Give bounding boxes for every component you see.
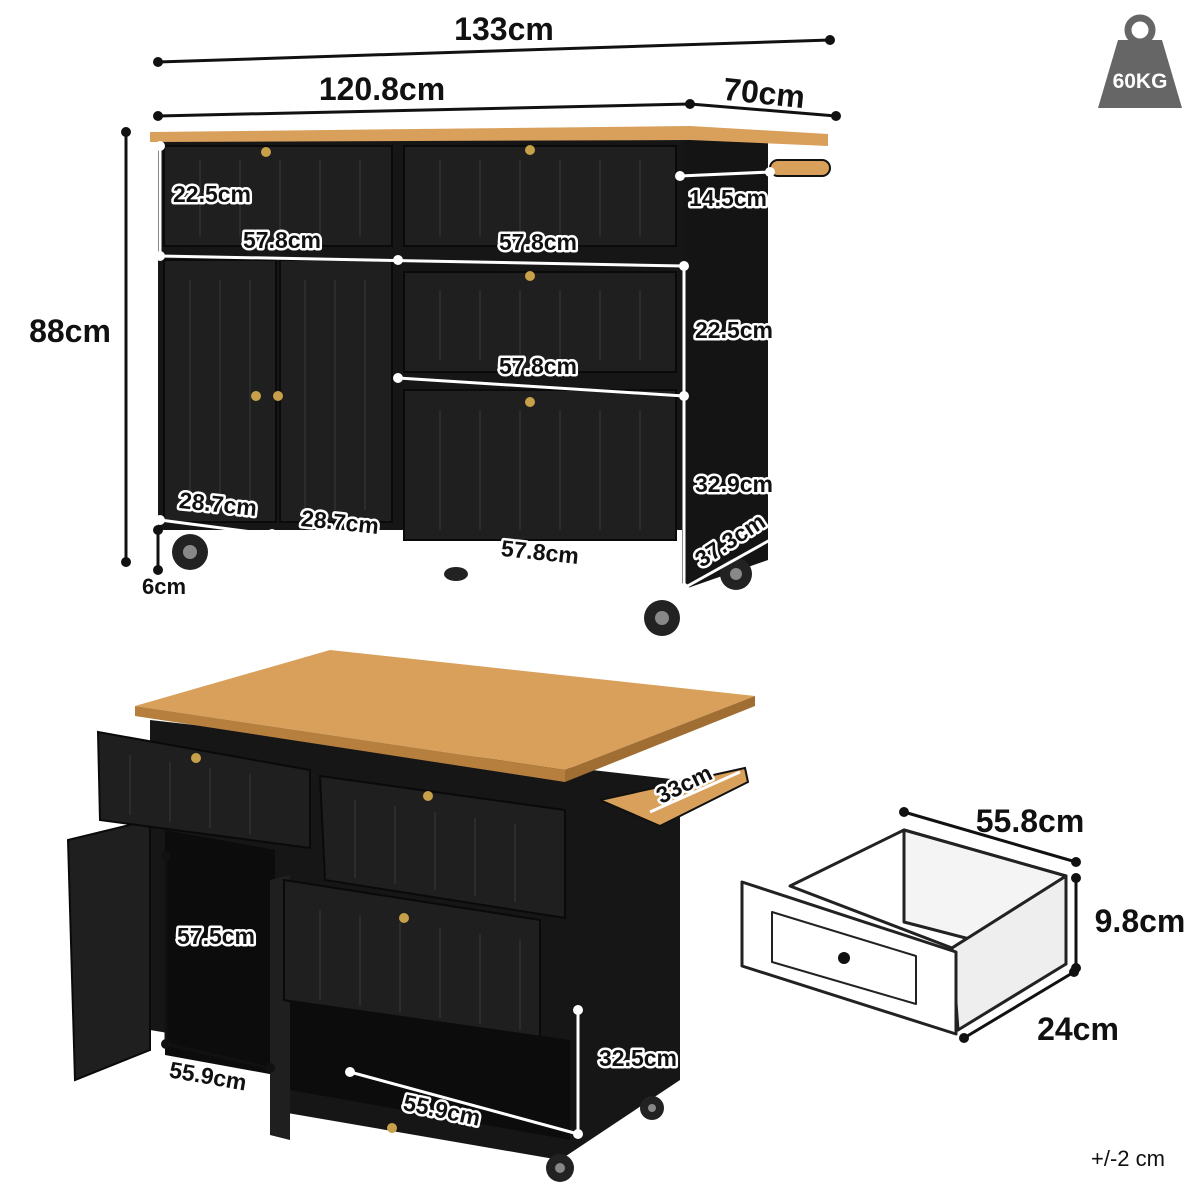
towel-rack-label: 14.5cm <box>689 185 767 211</box>
drawer-dimension-lines <box>899 807 1081 1043</box>
middle-drawer-height-label: 22.5cm <box>695 317 773 343</box>
depth-label: 70cm <box>722 71 807 115</box>
body-width-label: 120.8cm <box>319 71 445 107</box>
open-view-cabinet <box>66 650 755 1182</box>
front-view-cabinet <box>150 126 831 636</box>
top-left-drawer-width-label: 57.8cm <box>243 227 321 253</box>
overall-width-label: 133cm <box>454 11 554 47</box>
top-drawer-height-label: 22.5cm <box>173 181 251 207</box>
drawer-height-label: 9.8cm <box>1095 903 1186 939</box>
right-compartment-height-label: 32.5cm <box>599 1045 677 1071</box>
drawer-detail-drawing <box>740 828 1068 1036</box>
caster-wheel-icon <box>172 534 752 636</box>
drawer-depth-label: 24cm <box>1037 1011 1119 1047</box>
front-view-dimension-lines <box>121 35 841 593</box>
caster-wheel-icon <box>546 1096 664 1182</box>
open-view-dimension-lines <box>161 770 741 1139</box>
drawer-length-label: 55.8cm <box>976 803 1085 839</box>
top-right-drawer-width-label: 57.8cm <box>499 229 577 255</box>
caster-height-label: 6cm <box>142 574 186 599</box>
cabinet-height-label: 57.5cm <box>177 923 255 949</box>
weight-icon <box>1098 14 1182 108</box>
tolerance-note: +/-2 cm <box>1091 1146 1165 1171</box>
drawer-knob-icon <box>838 952 850 964</box>
weight-label: 60KG <box>1113 70 1168 93</box>
middle-drawer-width-label: 57.8cm <box>499 353 577 379</box>
bottom-drawer-height-label: 32.9cm <box>695 471 773 497</box>
height-label: 88cm <box>29 313 111 349</box>
